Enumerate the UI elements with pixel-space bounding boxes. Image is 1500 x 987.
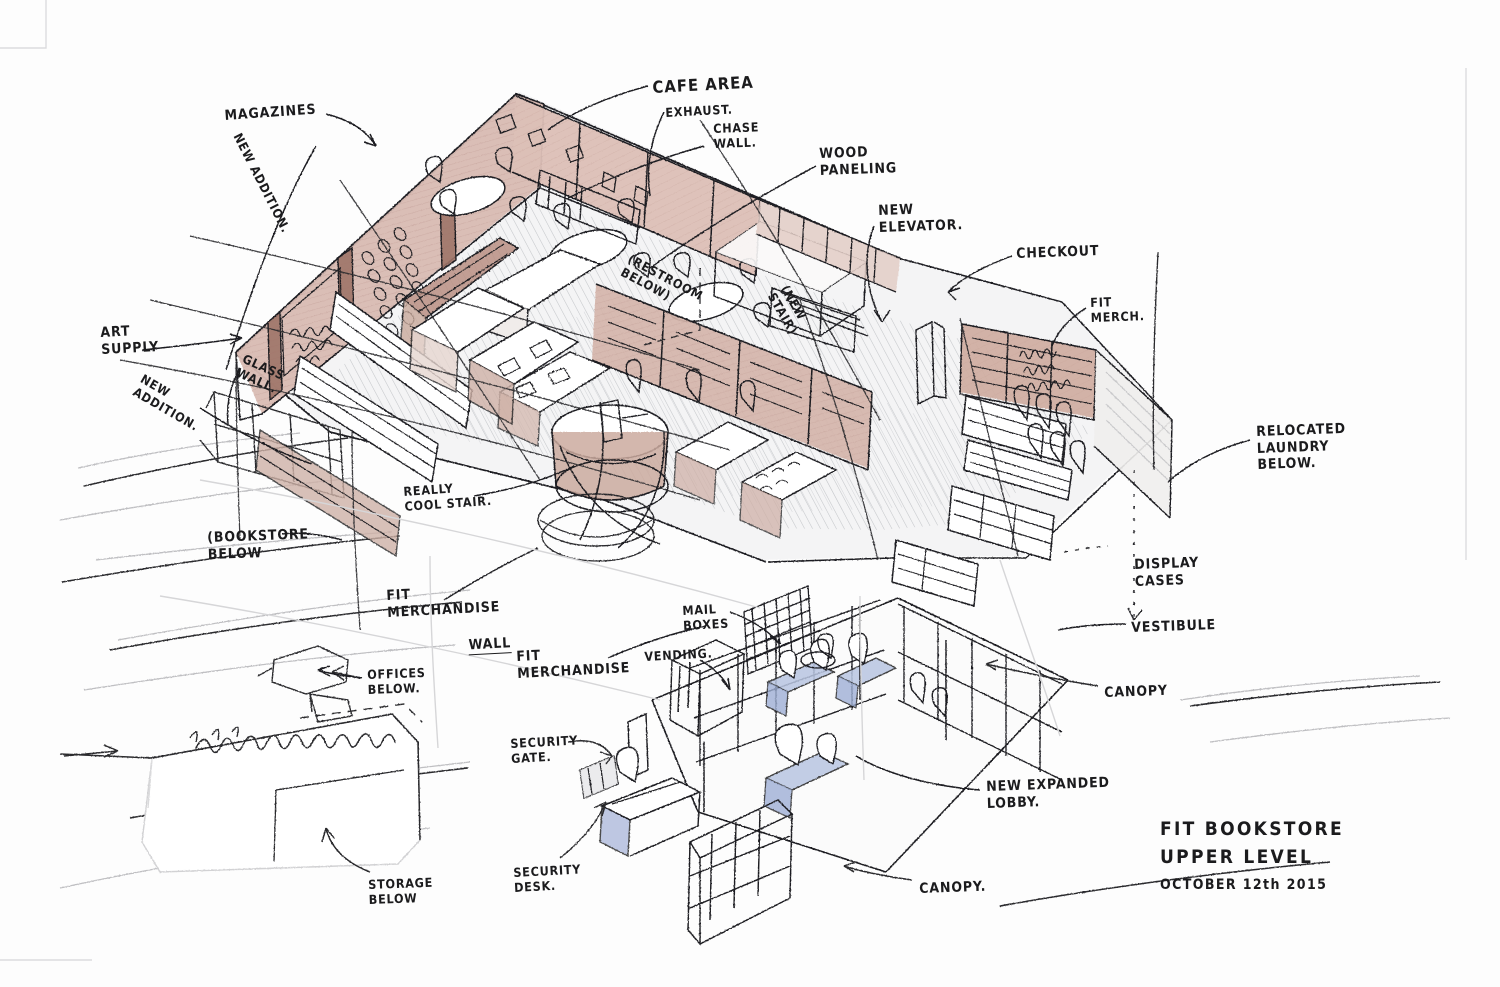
ghost-pencil-lines xyxy=(159,479,1061,781)
label-wood-paneling: WOOD PANELING xyxy=(819,144,898,179)
label-relocated-laundry-below: RELOCATED LAUNDRY BELOW. xyxy=(1256,420,1347,474)
label-restroom-below: (RESTROOM BELOW) xyxy=(618,251,706,304)
label-offices-below: OFFICES BELOW. xyxy=(366,664,426,697)
upper-level-floor-plate xyxy=(235,92,1173,563)
label-mail-boxes: MAIL BOXES xyxy=(681,601,730,633)
title-line-2: UPPER LEVEL xyxy=(1160,846,1314,869)
offices-below-outline xyxy=(257,645,363,723)
label-bookstore-below: (BOOKSTORE BELOW xyxy=(207,526,310,563)
label-fit-merchandise-wall: FIT MERCHANDISE xyxy=(386,586,501,621)
label-display-cases: DISPLAY CASES xyxy=(1134,554,1200,590)
label-fit-merchandise-wall-word: WALL xyxy=(436,618,512,673)
label-chase-wall: CHASE WALL. xyxy=(712,119,760,151)
label-storage-below: STORAGE BELOW xyxy=(367,874,434,907)
label-new-elevator: NEW ELEVATOR. xyxy=(878,201,964,236)
label-security-desk: SECURITY DESK. xyxy=(512,861,582,895)
glass-wall xyxy=(199,391,345,499)
label-new-stair: (NEW STAIR) xyxy=(765,282,810,338)
display-cases xyxy=(891,485,1109,607)
label-checkout: CHECKOUT xyxy=(1016,243,1100,262)
really-cool-stair xyxy=(537,399,669,562)
label-fit-merchandise: FIT MERCHANDISE xyxy=(516,647,631,682)
label-fit-merch: FIT MERCH. xyxy=(1089,294,1145,325)
label-security-gate: SECURITY GATE. xyxy=(509,732,579,766)
label-magazines: MAGAZINES xyxy=(224,101,317,124)
label-really-cool-stair: REALLY COOL STAIR. xyxy=(402,480,493,514)
label-glass-wall: GLASS WALL. xyxy=(234,351,288,396)
storage-below-mass xyxy=(59,703,423,873)
entry-glass-and-canopy xyxy=(687,799,794,946)
title-block: FIT BOOKSTORE UPPER LEVEL OCTOBER 12th 2… xyxy=(1160,818,1344,893)
title-line-1: FIT BOOKSTORE xyxy=(1160,818,1344,840)
label-new-expanded-lobby: NEW EXPANDED LOBBY. xyxy=(986,774,1111,812)
label-canopy-right: CANOPY xyxy=(1104,682,1169,701)
label-cafe-area: CAFE AREA xyxy=(652,72,755,97)
label-canopy-bottom: CANOPY. xyxy=(919,878,987,897)
label-new-addition-top: NEW ADDITION. xyxy=(230,130,294,236)
label-vending: VENDING. xyxy=(643,645,713,664)
security-gate-and-desk xyxy=(559,712,702,859)
exhaust-chase-wall xyxy=(535,168,641,246)
label-exhaust: EXHAUST. xyxy=(664,101,734,120)
label-vestibule: VESTIBULE xyxy=(1131,617,1217,636)
annotation-leader-lines xyxy=(141,85,1251,791)
label-art-supply: ART SUPPLY xyxy=(100,323,160,358)
canopy-leaders xyxy=(843,659,1099,881)
label-new-addition-left: NEW ADDITION. xyxy=(130,371,202,434)
title-line-3-date: OCTOBER 12th 2015 xyxy=(1160,876,1328,893)
label-wall-underlined: WALL xyxy=(468,634,512,656)
center-shelving xyxy=(255,287,838,558)
